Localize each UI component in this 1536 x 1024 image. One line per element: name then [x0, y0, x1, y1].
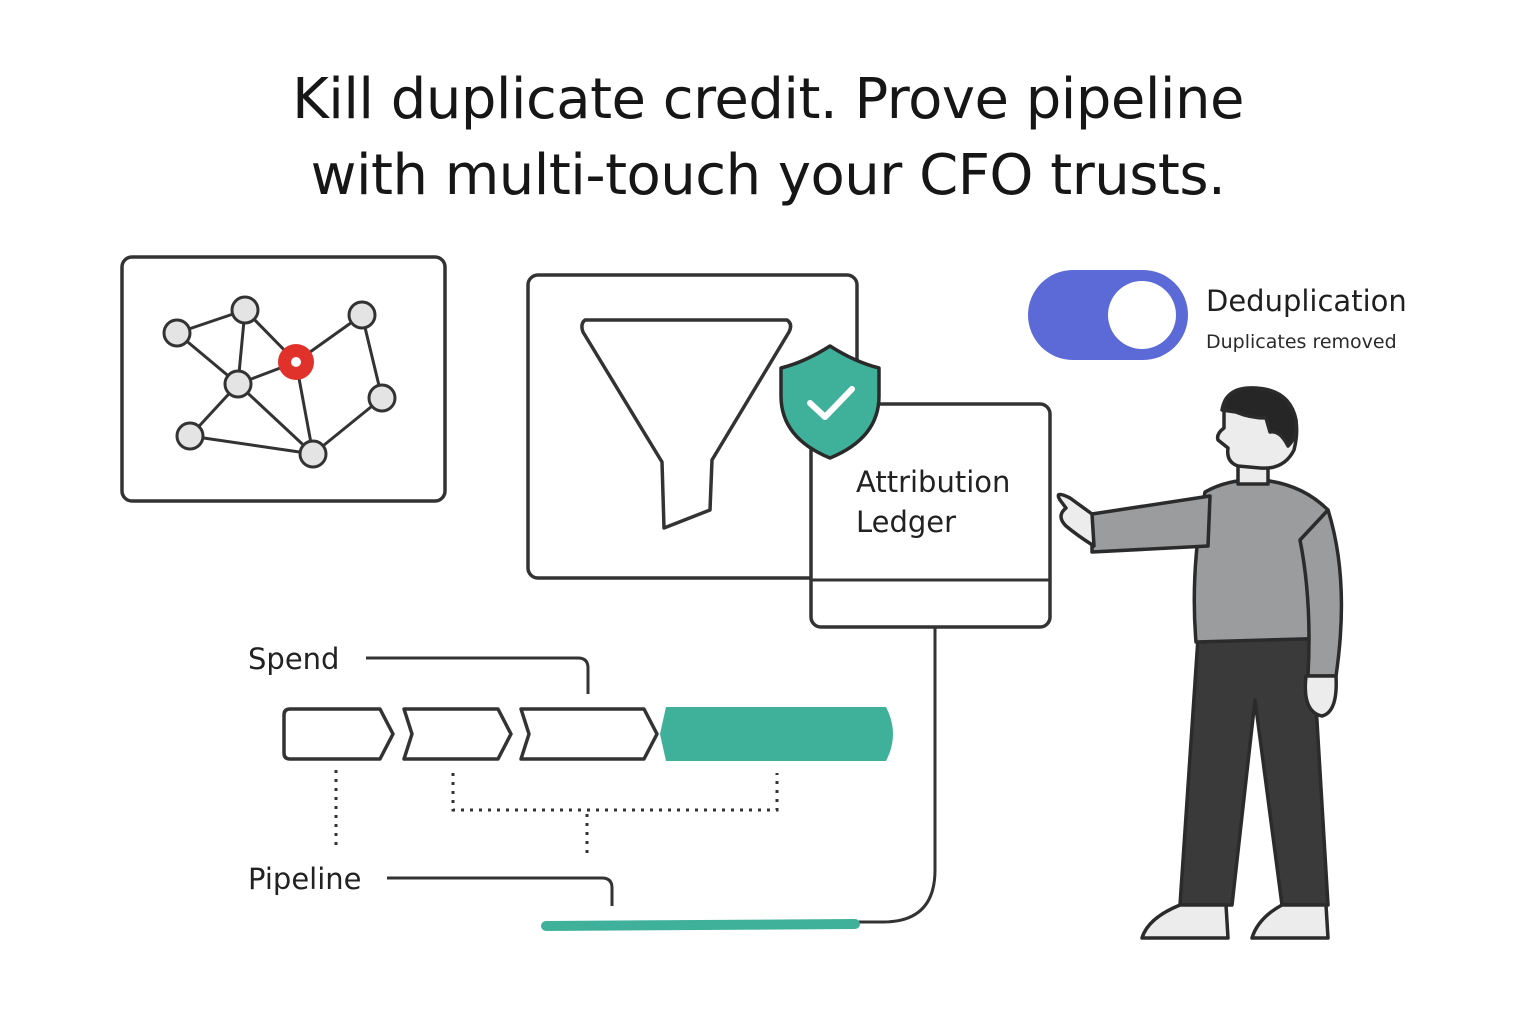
attribution-ledger-card: Attribution Ledger: [809, 402, 1052, 629]
funnel-panel: [526, 273, 859, 580]
headline-line-2: with multi-touch your CFO trusts.: [310, 143, 1226, 208]
deduplication-toggle[interactable]: [1028, 270, 1188, 360]
ledger-title-line-2: Ledger: [856, 505, 956, 539]
toggle-switch[interactable]: [1028, 270, 1188, 360]
person-illustration: [1056, 386, 1344, 940]
spend-pipeline-flow: Spend Pipeline: [248, 628, 937, 931]
headline: Kill duplicate credit. Prove pipeline wi…: [0, 62, 1536, 214]
toggle-knob: [1108, 281, 1176, 349]
shield-check-icon: [779, 344, 881, 460]
touchpoint-step-3: [519, 707, 659, 761]
ledger-title-line-1: Attribution: [856, 465, 1010, 499]
network-panel: [120, 255, 447, 503]
deduplication-title: Deduplication: [1206, 284, 1407, 318]
touchpoint-step-2: [402, 707, 513, 761]
pipeline-bar: [541, 919, 860, 931]
pipeline-label: Pipeline: [248, 862, 362, 896]
touchpoint-step-1: [282, 707, 395, 761]
spend-label: Spend: [248, 642, 339, 676]
funnel-icon: [580, 318, 793, 530]
touchpoint-step-final: [660, 707, 893, 761]
deduplication-status: Duplicates removed: [1206, 331, 1397, 353]
headline-line-1: Kill duplicate credit. Prove pipeline: [292, 67, 1244, 132]
